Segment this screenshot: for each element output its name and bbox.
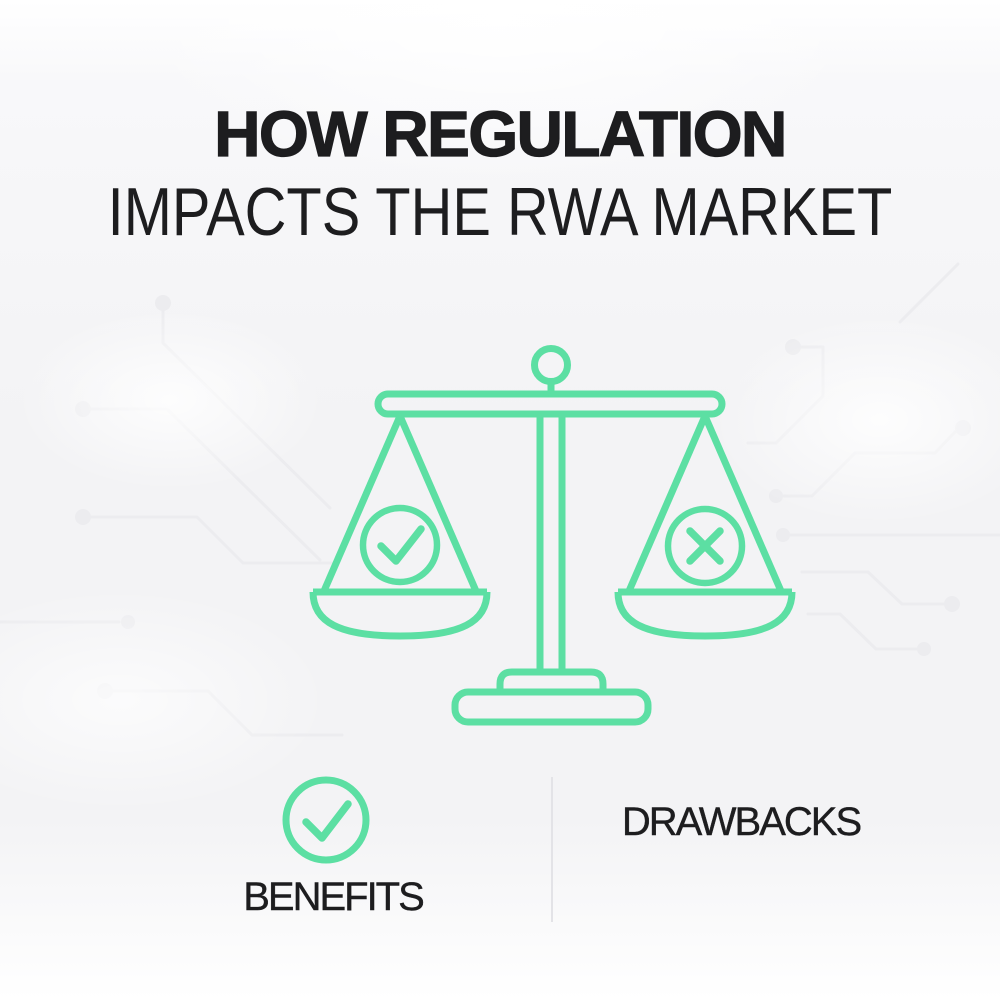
benefits-label: BENEFITS [243, 875, 425, 919]
scale-base [451, 668, 652, 726]
page-title: HOW REGULATION IMPACTS THE RWA MARKET [0, 98, 1000, 250]
x-circle-icon [664, 505, 746, 587]
title-line-2: IMPACTS THE RWA MARKET [107, 174, 893, 250]
drawbacks-label: DRAWBACKS [621, 800, 863, 844]
vertical-divider [551, 777, 553, 922]
scale-right-pan [614, 414, 796, 640]
scale-left-pan [309, 414, 491, 640]
scale-knob [531, 345, 571, 396]
scale-beam [374, 390, 726, 418]
scale-pole [536, 414, 566, 672]
title-line-1: HOW REGULATION [214, 98, 788, 170]
check-circle-icon [282, 776, 370, 864]
check-circle-icon [359, 504, 441, 586]
